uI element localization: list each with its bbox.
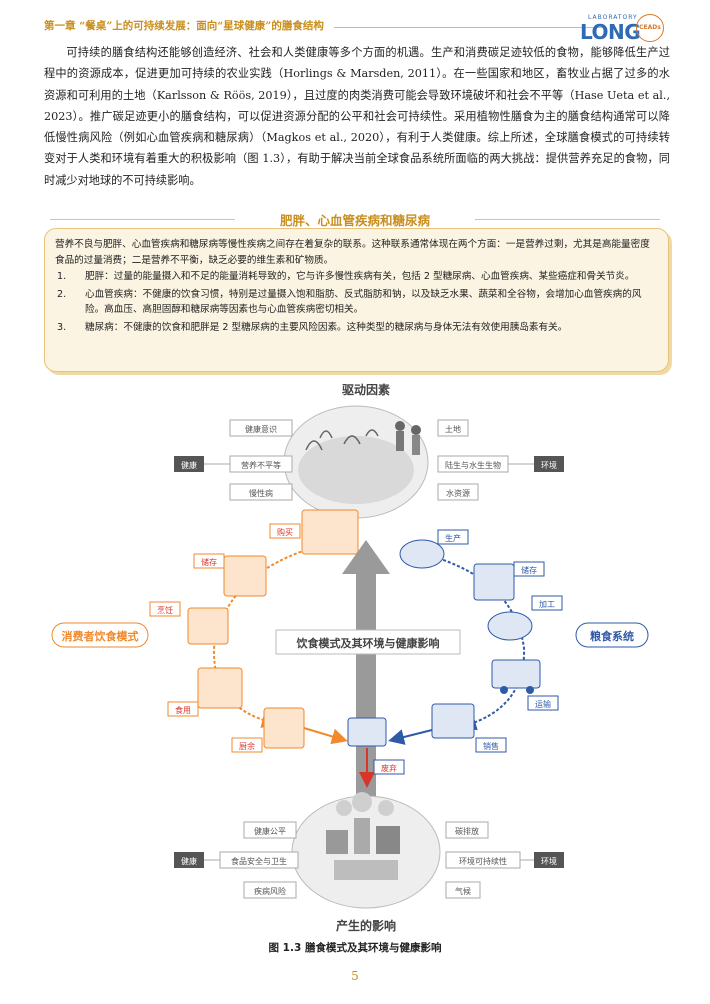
food-step-label: 加工 (539, 599, 555, 609)
list-item-number: 1. (57, 271, 67, 283)
right-cycle-label: 粮食系统 (590, 629, 634, 643)
bottom-title: 产生的影响 (336, 918, 396, 933)
left-cycle-label-box (51, 622, 149, 648)
list-item-text: 肥胖：过量的能量摄入和不足的能量消耗导致的，它与许多慢性疾病有关，包括 2 型糖… (85, 271, 635, 283)
bottom-health-item: 食品安全与卫生 (231, 856, 287, 866)
bottom-env-tag-bg (534, 852, 564, 868)
top-env-tag-bg (534, 456, 564, 472)
food-step-transport: 运输 (491, 659, 559, 711)
bottom-env-item: 气候 (455, 886, 471, 896)
consumer-step-foodwaste: 厨余 (231, 707, 305, 753)
bottom-env-items: 碳排放 环境可持续性 气候 (445, 821, 521, 899)
center-label: 饮食模式及其环境与健康影响 (296, 636, 440, 650)
consumer-to-waste-arrow (303, 727, 348, 745)
top-env-item: 水资源 (446, 488, 470, 498)
consumer-step-label: 食用 (175, 705, 191, 715)
list-item-text: 糖尿病：不健康的饮食和肥胖是 2 型糖尿病的主要风险因素。这种类型的糖尿病与身体… (85, 321, 568, 333)
header-rule (334, 27, 606, 28)
top-health-item: 健康意识 (245, 424, 277, 434)
ceads-logo-text: CEADs (639, 24, 661, 31)
consumer-step-eat: 食用 (167, 667, 243, 717)
food-step-label: 储存 (521, 565, 537, 575)
list-item-text: 心血管疾病：不健康的饮食习惯，特别是过量摄入饱和脂肪、反式脂肪和钠，以及缺乏水果… (85, 288, 642, 316)
waste-node: 废弃 (347, 717, 405, 788)
logo-small-text: LABORATORY (588, 14, 638, 21)
left-cycle-label: 消费者饮食模式 (62, 629, 139, 643)
impacts-scene-illustration (291, 792, 441, 909)
consumer-step-store: 储存 (193, 553, 267, 597)
food-step-process: 加工 (487, 595, 563, 641)
top-env-items: 土地 陆生与水生生物 水资源 (437, 419, 509, 501)
food-system-to-waste-arrow (388, 729, 433, 745)
top-health-items: 健康意识 营养不平等 慢性病 (229, 419, 293, 501)
list-item: 1. 肥胖：过量的能量摄入和不足的能量消耗导致的，它与许多慢性疾病有关，包括 2 … (55, 269, 658, 285)
figure-caption: 图 1.3 膳食模式及其环境与健康影响 (268, 942, 442, 954)
bottom-health-tag-bg (174, 852, 204, 868)
food-system-cycle-path (423, 553, 526, 731)
page-header: 第一章 “餐桌”上的可持续发展：面向“星球健康”的膳食结构 LABORATORY… (44, 14, 666, 44)
top-health-tag: 健康 (181, 460, 197, 470)
consumer-step-cook: 烹饪 (149, 601, 229, 645)
top-health-tag-bg (174, 456, 204, 472)
center-label-box (275, 629, 461, 655)
consumer-step-label: 储存 (201, 557, 217, 567)
top-env-item: 土地 (445, 424, 461, 434)
bottom-env-item: 环境可持续性 (459, 856, 507, 866)
bottom-health-items: 健康公平 食品安全与卫生 疾病风险 (219, 821, 299, 899)
consumer-step-label: 厨余 (239, 741, 255, 751)
food-step-label: 运输 (535, 699, 551, 709)
bottom-env-tag: 环境 (541, 856, 557, 866)
central-gray-arrow (342, 540, 390, 798)
bottom-env-item: 碳排放 (455, 826, 479, 836)
consumer-step-label: 烹饪 (157, 605, 173, 615)
callout-list: 1. 肥胖：过量的能量摄入和不足的能量消耗导致的，它与许多慢性疾病有关，包括 2 … (55, 269, 658, 335)
top-health-item: 慢性病 (249, 488, 273, 498)
ceads-logo: CEADs (636, 14, 664, 42)
list-item-number: 2. (57, 288, 67, 300)
list-item: 2. 心血管疾病：不健康的饮食习惯，特别是过量摄入饱和脂肪、反式脂肪和钠，以及缺乏… (55, 287, 658, 318)
bottom-health-item: 健康公平 (254, 826, 286, 836)
diet-impact-diagram: 驱动因素 健康 健康意识 营养不平等 慢性病 土地 陆生与水生生物 水资源 环境… (51, 382, 649, 933)
body-paragraph: 可持续的膳食结构还能够创造经济、社会和人类健康等多个方面的机遇。生产和消费碳足迹… (44, 46, 670, 187)
logo-big-text: LONG (580, 20, 641, 44)
list-item-number: 3. (57, 321, 67, 333)
callout-intro: 营养不良与肥胖、心血管疾病和糖尿病等慢性疾病之间存在着复杂的联系。这种联系通常体… (55, 239, 650, 266)
consumer-step-buy: 购买 (269, 509, 359, 555)
food-step-label: 销售 (483, 741, 499, 751)
list-item: 3. 糖尿病：不健康的饮食和肥胖是 2 型糖尿病的主要风险因素。这种类型的糖尿病与… (55, 320, 658, 336)
right-cycle-label-box (575, 622, 649, 648)
top-title: 驱动因素 (342, 382, 390, 397)
drivers-scene-illustration (283, 405, 429, 519)
top-env-tag: 环境 (541, 460, 557, 470)
food-step-label: 废弃 (381, 763, 397, 773)
consumer-step-label: 购买 (277, 527, 293, 537)
callout-title: 肥胖、心血管疾病和糖尿病 (0, 210, 710, 229)
food-step-store: 储存 (473, 561, 545, 601)
callout-box: 营养不良与肥胖、心血管疾病和糖尿病等慢性疾病之间存在着复杂的联系。这种联系通常体… (44, 228, 669, 372)
food-step-produce: 生产 (399, 529, 469, 569)
food-step-label: 生产 (445, 533, 461, 543)
bottom-health-tag: 健康 (181, 856, 197, 866)
laboratory-long-logo: LABORATORY LONG (578, 14, 648, 44)
chapter-title: 第一章 “餐桌”上的可持续发展：面向“星球健康”的膳食结构 (44, 20, 324, 32)
page-number: 5 (351, 969, 359, 983)
bottom-health-item: 疾病风险 (254, 886, 286, 896)
top-health-item: 营养不平等 (241, 460, 281, 470)
figure-diagram: 驱动因素 健康 健康意识 营养不平等 慢性病 土地 陆生与水生生物 水资源 环境… (44, 378, 670, 938)
top-env-item: 陆生与水生生物 (445, 460, 501, 470)
food-step-sell: 销售 (431, 703, 507, 753)
